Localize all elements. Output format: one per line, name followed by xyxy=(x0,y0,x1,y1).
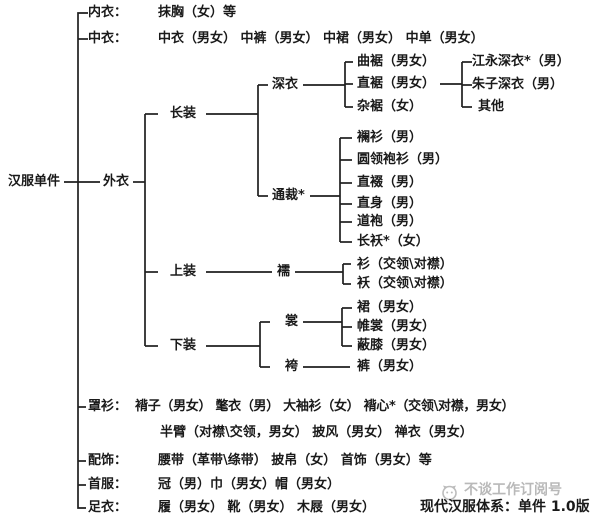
branch-label-zuyi: 足衣： xyxy=(88,500,128,515)
branch-label-waiyi: 外衣 xyxy=(103,174,130,189)
branch-items-neiyi: 抹胸（女）等 xyxy=(158,5,237,20)
node-shan: 衫（交领\对襟） xyxy=(357,257,453,272)
node-chang: 裳 xyxy=(285,314,299,329)
node-zhiduo: 直裰（男） xyxy=(357,175,423,190)
branch-label-zhaoshan: 罩衫： xyxy=(88,399,128,414)
node-zhishen: 直身（男） xyxy=(357,196,423,211)
node-qun: 裙（男女） xyxy=(357,300,423,315)
node-tongcai: 通裁* xyxy=(272,188,305,203)
watermark-logo-icon xyxy=(440,483,459,506)
branch-items-shoufu: 冠（男）巾（男女）帽（男女） xyxy=(158,477,341,492)
branch-items-zhongyi: 中衣（男女） 中裤（男女） 中裙（男女） 中单（男女） xyxy=(158,31,484,46)
node-kuzi: 裤（男女） xyxy=(357,359,423,374)
node-shenyi: 深衣 xyxy=(272,77,299,92)
node-shangzhuang: 上装 xyxy=(170,264,197,279)
node-quju: 曲裾（男女） xyxy=(357,54,436,69)
node-changao: 长袄*（女） xyxy=(357,234,429,249)
branch-items-zhaoshan-2: 半臂（对襟\交领，男女） 披风（男女） 禅衣（男女） xyxy=(160,425,473,440)
footer-caption: 现代汉服体系：单件 1.0版 xyxy=(420,499,590,515)
node-daopao: 道袍（男） xyxy=(357,214,423,229)
node-zhuzi-shenyi: 朱子深衣（男） xyxy=(472,77,564,92)
node-yuanlingpao: 圆领袍衫（男） xyxy=(357,152,449,167)
node-bixi: 蔽膝（男女） xyxy=(357,338,436,353)
node-jiangyong-shenyi: 江永深衣*（男） xyxy=(472,54,570,69)
branch-label-shoufu: 首服： xyxy=(88,477,128,492)
branch-label-peishi: 配饰： xyxy=(88,453,128,468)
branch-items-zuyi: 履（男女） 靴（男女） 木屐（男女） xyxy=(158,500,376,515)
branch-label-neiyi: 内衣： xyxy=(88,5,128,20)
branch-items-zhaoshan-1: 褙子（男女） 氅衣（男） 大袖衫（女） 褙心*（交领\对襟，男女） xyxy=(135,399,515,414)
node-ku: 袴 xyxy=(285,359,299,374)
node-zaju: 杂裾（女） xyxy=(357,99,423,114)
node-xiazhuang: 下装 xyxy=(170,338,197,353)
node-ru: 襦 xyxy=(277,264,291,279)
watermark-text: 不谈工作订阅号 xyxy=(464,482,562,498)
node-zhiju: 直裾（男女） xyxy=(357,76,436,91)
branch-label-zhongyi: 中衣： xyxy=(88,31,128,46)
branch-items-peishi: 腰带（革带\绦带） 披帛（女） 首饰（男女）等 xyxy=(158,453,432,468)
node-weichang: 帷裳（男女） xyxy=(357,319,436,334)
node-changzhuang: 长装 xyxy=(170,106,197,121)
node-qita: 其他 xyxy=(478,99,505,114)
node-ao: 袄（交领\对襟） xyxy=(357,276,453,291)
root-node: 汉服单件 xyxy=(8,174,61,189)
node-lanshan: 襕衫（男） xyxy=(357,130,423,145)
